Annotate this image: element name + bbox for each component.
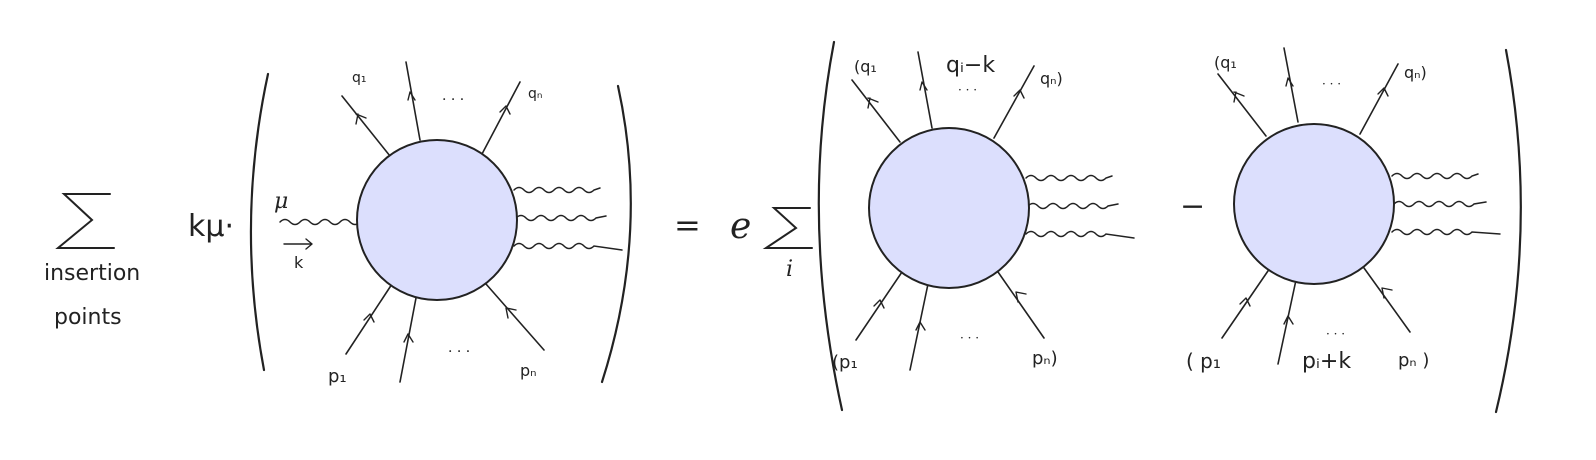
rhs-right-paren [1494, 48, 1522, 414]
out-photon-1 [1391, 172, 1479, 180]
bottom-dots: · · · [960, 331, 979, 345]
equals-sign: = [674, 206, 701, 244]
top-arrow-2 [919, 81, 928, 91]
k-mu-factor: kμ· [188, 209, 234, 244]
top-label-last: qₙ [528, 86, 542, 102]
top-arrow-1 [355, 113, 367, 125]
photon-line [279, 218, 361, 226]
lhs-right-paren [600, 84, 632, 384]
top-label-first: (q₁ [1214, 53, 1237, 72]
top-arrow-3 [1377, 87, 1389, 97]
bottom-arrow-1 [1239, 297, 1251, 307]
sigma-i-symbol [762, 207, 813, 249]
bottom-arrow-2 [1283, 315, 1294, 325]
bottom-line-2 [909, 283, 929, 371]
bottom-line-3 [997, 271, 1045, 339]
out-photon-2 [1027, 202, 1119, 210]
top-label-last: qₙ) [1040, 69, 1063, 88]
bottom-label-mid: pᵢ+k [1302, 349, 1351, 374]
bottom-line-1 [1221, 267, 1271, 339]
out-photon-3 [1391, 228, 1501, 236]
interaction-blob [356, 139, 518, 301]
rhs-left-paren [817, 40, 844, 412]
charge-e: e [730, 206, 751, 247]
minus-sign: − [1180, 189, 1205, 224]
out-photon-3 [513, 242, 623, 251]
interaction-blob [1233, 123, 1395, 285]
bottom-line-1 [855, 271, 903, 341]
top-line-2 [1283, 47, 1299, 123]
top-label-first: (q₁ [854, 57, 877, 76]
out-photon-1 [1025, 174, 1113, 182]
top-line-3 [993, 65, 1035, 139]
bottom-label-last: pₙ ) [1398, 350, 1429, 371]
bottom-label-first: ( p₁ [1186, 349, 1221, 373]
lhs-left-paren [249, 72, 270, 372]
momentum-k-label: k [294, 253, 304, 272]
bottom-arrow-1 [363, 313, 375, 323]
top-label-first: q₁ [352, 70, 367, 86]
bottom-arrow-2 [403, 333, 414, 343]
bottom-line-1 [345, 283, 393, 355]
top-line-1 [341, 95, 391, 157]
bottom-arrow-3 [1015, 291, 1027, 303]
sum-index-i: i [786, 257, 793, 282]
bottom-arrow-3 [1381, 287, 1393, 299]
top-arrow-2 [407, 91, 416, 101]
top-arrow-2 [1285, 77, 1294, 87]
bottom-dots: · · · [1326, 327, 1345, 341]
out-photon-3 [1025, 230, 1135, 239]
top-line-1 [1217, 73, 1267, 137]
out-photon-2 [515, 214, 607, 222]
bottom-label-first: p₁ [328, 366, 347, 387]
top-line-3 [481, 81, 521, 155]
top-arrow-1 [867, 97, 879, 109]
top-line-3 [1359, 63, 1399, 135]
bottom-line-2 [399, 297, 417, 383]
top-line-2 [405, 61, 421, 141]
top-line-1 [851, 79, 901, 143]
bottom-label-last: pₙ) [1032, 348, 1058, 369]
lhs-diagram: μ k q₁ · · · qₙ p₁ · · · pₙ [274, 61, 623, 387]
bottom-arrow-1 [873, 299, 885, 309]
top-arrow-3 [1013, 89, 1025, 99]
top-dots: · · · [1322, 77, 1341, 91]
bottom-dots: · · · [448, 344, 470, 360]
bottom-label-first: (p₁ [832, 352, 858, 373]
top-dots: · · · [442, 92, 464, 108]
bottom-line-3 [485, 283, 545, 351]
out-photon-1 [513, 186, 601, 194]
top-line-2 [917, 51, 933, 129]
bottom-arrow-3 [505, 307, 517, 319]
rhs-diagram-2: (q₁ · · · qₙ) ( p₁ · · · pᵢ+k pₙ ) [1186, 47, 1501, 374]
top-arrow-1 [1233, 91, 1245, 103]
bottom-label-last: pₙ [520, 361, 537, 380]
top-label-mid: qᵢ−k [946, 53, 995, 78]
rhs-diagram-1: (q₁ qᵢ−k · · · qₙ) (p₁ · · · pₙ) [832, 51, 1135, 373]
bottom-line-3 [1363, 267, 1411, 333]
momentum-arrow [283, 238, 313, 250]
bottom-arrow-2 [915, 321, 926, 331]
top-arrow-3 [499, 105, 511, 115]
interaction-blob [868, 127, 1030, 289]
top-dots: · · · [958, 83, 977, 97]
photon-mu-label: μ [274, 189, 288, 214]
out-photon-2 [1393, 200, 1487, 208]
sigma-symbol [55, 193, 115, 249]
sum-label-insertion: insertion [44, 261, 140, 286]
insertion-sum: insertion points [44, 193, 140, 330]
sum-label-points: points [54, 305, 122, 330]
bottom-line-2 [1277, 279, 1297, 365]
top-label-last: qₙ) [1404, 63, 1427, 82]
